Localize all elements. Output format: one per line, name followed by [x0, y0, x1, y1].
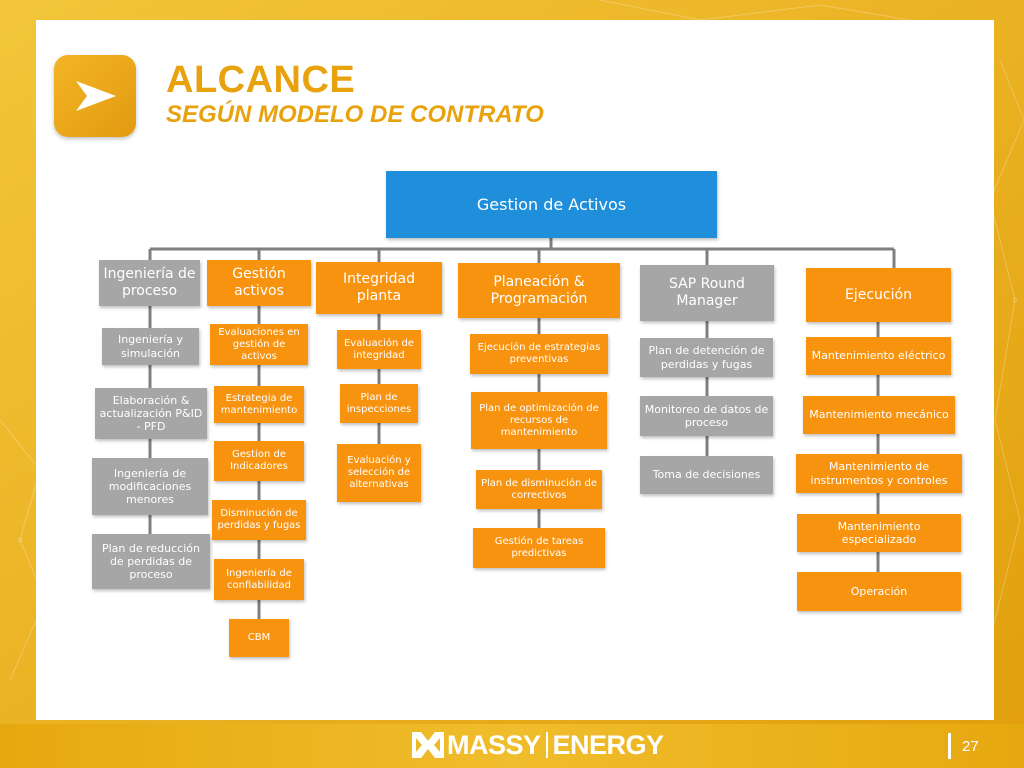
- node-estrategia-mantenimiento: Estrategia de mantenimiento: [214, 386, 304, 423]
- page-number-separator: [948, 733, 951, 759]
- node-ejecucion-estrategias-preventivas: Ejecución de estrategias preventivas: [470, 334, 608, 374]
- node-gestion-tareas-predictivas: Gestión de tareas predictivas: [473, 528, 605, 568]
- node-plan-inspecciones: Plan de inspecciones: [340, 384, 418, 423]
- node-evaluacion-integridad: Evaluación de integridad: [337, 330, 421, 369]
- page-title: ALCANCE: [166, 59, 356, 101]
- branch-planeacion-programacion: Planeación & Programación: [458, 263, 620, 318]
- node-gestion-indicadores: Gestion de Indicadores: [214, 441, 304, 481]
- play-arrow-icon: [76, 81, 116, 111]
- branch-ingenieria-de-proceso: Ingeniería de proceso: [99, 260, 200, 306]
- footer-bar: [0, 724, 1024, 768]
- root-node-gestion-de-activos: Gestion de Activos: [386, 171, 717, 238]
- branch-gestion-activos: Gestión activos: [207, 260, 311, 306]
- branch-sap-round-manager: SAP Round Manager: [640, 265, 774, 321]
- brand-name-left: MASSY: [447, 729, 541, 760]
- logo-tile: [54, 55, 136, 137]
- node-plan-disminucion-correctivos: Plan de disminución de correctivos: [476, 470, 602, 509]
- node-mantenimiento-especializado: Mantenimiento especializado: [797, 514, 961, 552]
- brand-separator: [545, 732, 548, 758]
- node-toma-decisiones: Toma de decisiones: [640, 456, 773, 494]
- node-ingenieria-y-simulacion: Ingeniería y simulación: [102, 328, 199, 365]
- node-mantenimiento-electrico: Mantenimiento eléctrico: [806, 337, 951, 375]
- node-elaboracion-pid-pfd: Elaboración & actualización P&ID - PFD: [95, 388, 207, 439]
- page-number: 27: [962, 738, 979, 755]
- node-plan-detencion-perdidas: Plan de detención de perdidas y fugas: [640, 338, 773, 377]
- node-ingenieria-modificaciones-menores: Ingeniería de modificaciones menores: [92, 458, 208, 515]
- node-disminucion-perdidas-fugas: Disminución de perdidas y fugas: [212, 500, 306, 540]
- node-monitoreo-datos-proceso: Monitoreo de datos de proceso: [640, 396, 773, 436]
- node-ingenieria-confiabilidad: Ingeniería de confiabilidad: [214, 559, 304, 600]
- massy-logo-icon: [412, 732, 444, 758]
- node-cbm: CBM: [229, 619, 289, 657]
- node-evaluacion-seleccion-alternativas: Evaluación y selección de alternativas: [337, 444, 421, 502]
- node-plan-reduccion-perdidas: Plan de reducción de perdidas de proceso: [92, 534, 210, 589]
- brand-name-right: ENERGY: [552, 729, 665, 760]
- branch-integridad-planta: Integridad planta: [316, 262, 442, 314]
- node-mantenimiento-instrumentos-controles: Mantenimiento de instrumentos y controle…: [796, 454, 962, 493]
- node-operacion: Operación: [797, 572, 961, 611]
- node-plan-optimizacion-recursos: Plan de optimización de recursos de mant…: [471, 392, 607, 449]
- brand-logo: MASSY ENERGY: [412, 730, 664, 760]
- page-subtitle: SEGÚN MODELO DE CONTRATO: [166, 101, 544, 128]
- node-mantenimiento-mecanico: Mantenimiento mecánico: [803, 396, 955, 434]
- branch-ejecucion: Ejecución: [806, 268, 951, 322]
- node-evaluaciones-gestion-activos: Evaluaciones en gestión de activos: [210, 324, 308, 365]
